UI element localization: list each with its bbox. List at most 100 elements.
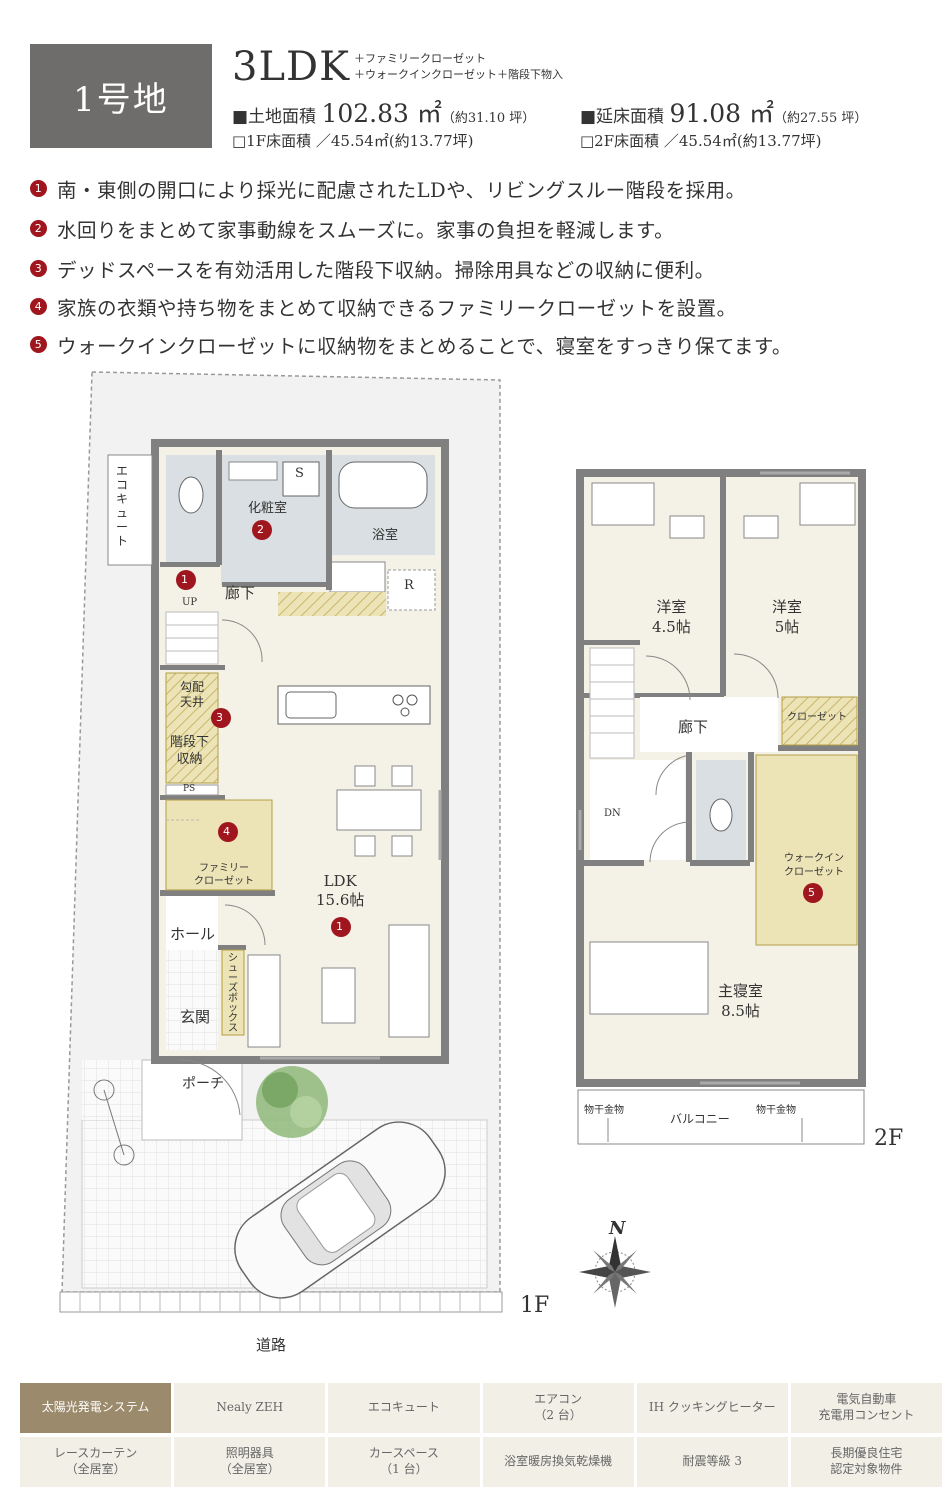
ps-label: PS: [183, 784, 196, 794]
bicycle: [93, 1079, 135, 1166]
ecocute-char: コ: [115, 478, 128, 492]
walk-in-closet-line2: クローゼット: [784, 867, 844, 878]
master-bedroom-name: 主寝室: [718, 982, 764, 1000]
under-stair-line2: 収納: [176, 752, 203, 767]
floor-1f-label: 1F: [520, 1293, 550, 1318]
feature-1: 1 南・東側の開口により採光に配慮されたLDや、リビングスルー階段を採用。: [30, 174, 746, 203]
floor-2f-label: 2F: [874, 1126, 904, 1151]
feature-number: 5: [30, 336, 47, 353]
western-room-a-size: 4.5帖: [652, 618, 691, 636]
compass-north-label: N: [609, 1218, 626, 1239]
porch-label: ポーチ: [182, 1076, 224, 1092]
ecocute-char: ュ: [115, 506, 128, 520]
hall-1f-label: 廊下: [225, 584, 256, 602]
ldk-label: LDK 15.6帖: [316, 872, 364, 910]
feature-text: デッドスペースを有効活用した階段下収納。掃除用具などの収納に便利。: [57, 259, 715, 282]
closet-2f-label: クローゼット: [787, 712, 847, 723]
layout-type: 3LDK: [232, 44, 350, 90]
ecocute-char: ー: [115, 520, 128, 534]
total-floor-area: ■延床面積 91.08 ㎡（約27.55 坪）: [580, 94, 867, 130]
ecocute-char: ト: [115, 534, 128, 548]
hanger-left-label: 物干金物: [584, 1105, 624, 1116]
marker-5: 5: [808, 886, 815, 899]
powder-room-label: 化粧室: [248, 501, 288, 516]
marker-4: 4: [223, 825, 230, 838]
amenity-tile: エアコン （2 台）: [482, 1383, 634, 1433]
fridge-label: R: [404, 578, 414, 593]
amenity-tile: 浴室暖房換気乾燥機: [482, 1437, 634, 1487]
ldk-size: 15.6帖: [316, 891, 365, 909]
parked-car: [234, 1121, 446, 1299]
feature-4: 4 家族の衣類や持ち物をまとめて収納できるファミリークローゼットを設置。: [30, 292, 737, 321]
feature-number: 1: [30, 180, 47, 197]
master-bedroom-label: 主寝室 8.5帖: [718, 981, 763, 1021]
shoe-box-char: ク: [228, 1013, 238, 1024]
western-room-b-name: 洋室: [772, 598, 803, 616]
western-room-a-label: 洋室 4.5帖: [652, 597, 691, 637]
feature-3: 3 デッドスペースを有効活用した階段下収納。掃除用具などの収納に便利。: [30, 254, 715, 283]
land-area-tsubo: （約31.10 坪）: [441, 111, 536, 126]
western-room-a-name: 洋室: [656, 598, 687, 616]
stairs-up-label: UP: [182, 597, 198, 608]
family-closet-label: ファミリー クローゼット: [194, 862, 254, 888]
ecocute-label: エ コ キ ュ ー ト: [113, 464, 131, 548]
walk-in-closet-line1: ウォークイン: [784, 853, 844, 864]
amenity-tile: エコキュート: [328, 1383, 480, 1433]
shoe-box-label: シ ュ ー ズ ボ ッ ク ス: [226, 954, 240, 1034]
ecocute-char: エ: [115, 464, 128, 478]
feature-number: 4: [30, 298, 47, 315]
feature-number: 2: [30, 220, 47, 237]
entry-hall-label: ホール: [170, 925, 216, 943]
shoe-box-char: ー: [228, 973, 238, 984]
garden-tree: [256, 1066, 328, 1138]
amenity-tile: Nealy ZEH: [174, 1383, 326, 1433]
amenity-tile: レースカーテン （全居室）: [20, 1437, 172, 1487]
master-bedroom-size: 8.5帖: [721, 1002, 760, 1020]
ldk-name: LDK: [323, 872, 357, 890]
sloped-ceiling-line1: 勾配: [180, 680, 205, 694]
under-stair-line1: 階段下: [170, 735, 210, 750]
feature-text: 家族の衣類や持ち物をまとめて収納できるファミリークローゼットを設置。: [57, 297, 737, 320]
amenity-grid: 太陽光発電システム Nealy ZEH エコキュート エアコン （2 台） IH…: [20, 1383, 942, 1487]
layout-extra-1: ＋ファミリークローゼット: [354, 52, 486, 65]
compass-icon: [579, 1236, 651, 1308]
hanger-right-label: 物干金物: [756, 1105, 796, 1116]
plan-1f-markers: [176, 520, 351, 937]
building-1f: [107, 439, 449, 1116]
sloped-ceiling-line2: 天井: [180, 695, 205, 709]
lot-label: 1号地: [30, 44, 212, 148]
land-area-value: 102.83 ㎡: [321, 99, 442, 128]
bath-label: 浴室: [372, 528, 399, 543]
total-floor-area-label: ■延床面積: [580, 107, 665, 127]
layout-extra-2: ＋ウォークインクローゼット＋階段下物入: [354, 68, 563, 81]
under-stair-storage-label: 階段下 収納: [170, 734, 209, 768]
floor2-area: □2F床面積 ／45.54㎡(約13.77坪): [580, 132, 822, 150]
feature-number: 3: [30, 260, 47, 277]
shoe-box-char: ス: [228, 1023, 238, 1034]
amenity-tile: 長期優良住宅 認定対象物件: [790, 1437, 942, 1487]
shoe-box-char: ズ: [228, 983, 238, 994]
hall-2f-label: 廊下: [678, 718, 709, 736]
floor1-area: □1F床面積 ／45.54㎡(約13.77坪): [232, 132, 474, 150]
building-2f: [576, 469, 866, 1145]
road-label: 道路: [256, 1336, 287, 1354]
shoe-box-char: シ: [228, 953, 238, 964]
amenity-tile: 耐震等級 3: [636, 1437, 788, 1487]
feature-text: 南・東側の開口により採光に配慮されたLDや、リビングスルー階段を採用。: [57, 179, 746, 202]
total-floor-area-value: 91.08 ㎡: [669, 99, 774, 128]
marker-1b: 1: [336, 920, 343, 933]
family-closet-line2: クローゼット: [194, 876, 254, 887]
family-closet-line1: ファミリー: [199, 863, 249, 874]
stairs-down-label: DN: [604, 808, 621, 819]
balcony-label: バルコニー: [670, 1112, 730, 1126]
shoe-box-char: ボ: [228, 993, 238, 1004]
storage-s-label: S: [295, 466, 304, 481]
floor-plan-drawing: [59, 371, 866, 1313]
shoe-box-char: ッ: [228, 1003, 238, 1014]
amenity-tile: IH クッキングヒーター: [636, 1383, 788, 1433]
land-area-label: ■土地面積: [232, 107, 317, 127]
western-room-b-label: 洋室 5帖: [772, 597, 802, 637]
entrance-label: 玄関: [180, 1008, 211, 1026]
